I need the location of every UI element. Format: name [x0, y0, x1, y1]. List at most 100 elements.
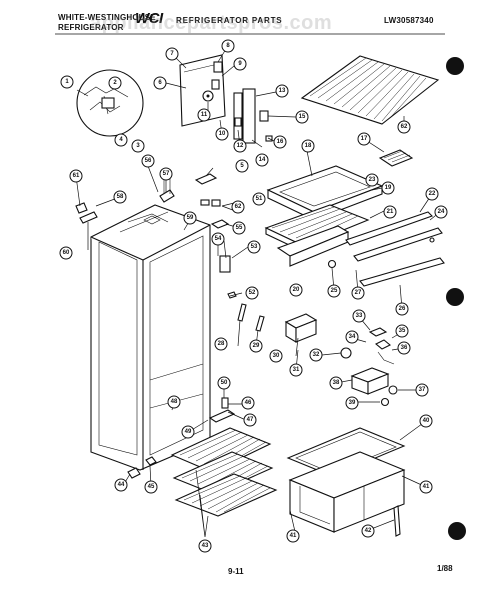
- svg-text:39: 39: [349, 400, 356, 406]
- callout-39: 39: [345, 396, 359, 410]
- callout-48: 48: [167, 395, 181, 409]
- svg-text:33: 33: [356, 313, 363, 319]
- binder-hole-top: [446, 57, 464, 75]
- svg-text:44: 44: [118, 482, 125, 488]
- svg-text:41: 41: [290, 533, 297, 539]
- svg-text:2: 2: [113, 80, 117, 86]
- callout-27: 27: [351, 286, 365, 300]
- svg-text:17: 17: [361, 136, 368, 142]
- thermostat-parts: [340, 327, 398, 407]
- watermark: appliancepartspros.com: [90, 12, 333, 34]
- svg-text:23: 23: [369, 177, 376, 183]
- callout-3: 3: [131, 139, 145, 153]
- svg-text:26: 26: [399, 306, 406, 312]
- callout-32: 32: [309, 348, 323, 362]
- svg-text:41: 41: [423, 484, 430, 490]
- svg-text:15: 15: [299, 114, 306, 120]
- callout-28: 28: [214, 337, 228, 351]
- callouts: 1 2 3 4 5 6 7 8 9 10 11 12 13 14 15 16 1…: [59, 39, 448, 553]
- control-panel: [179, 54, 226, 127]
- callout-53: 53: [247, 240, 261, 254]
- svg-text:1: 1: [65, 79, 69, 85]
- revision-date: 1/88: [437, 564, 453, 573]
- brand-logo: WCI: [135, 10, 163, 27]
- svg-text:7: 7: [170, 51, 174, 57]
- svg-text:49: 49: [185, 429, 192, 435]
- svg-text:11: 11: [201, 112, 208, 118]
- svg-text:62: 62: [235, 204, 242, 210]
- crisper-frame: [276, 225, 350, 267]
- brand-line-2: REFRIGERATOR: [58, 23, 124, 32]
- callout-52: 52: [245, 286, 259, 300]
- control-inset: [76, 69, 144, 137]
- svg-text:5: 5: [240, 163, 244, 169]
- svg-text:34: 34: [349, 334, 356, 340]
- callout-50: 50: [217, 376, 231, 390]
- callout-14: 14: [255, 153, 269, 167]
- svg-text:13: 13: [279, 88, 286, 94]
- svg-text:51: 51: [256, 196, 263, 202]
- callout-5: 5: [235, 159, 249, 173]
- svg-text:8: 8: [226, 43, 230, 49]
- svg-text:46: 46: [245, 400, 252, 406]
- callout-55: 55: [232, 221, 246, 235]
- svg-text:50: 50: [221, 380, 228, 386]
- svg-text:48: 48: [171, 399, 178, 405]
- svg-text:57: 57: [163, 171, 170, 177]
- svg-text:24: 24: [438, 209, 445, 215]
- svg-text:45: 45: [148, 484, 155, 490]
- callout-47: 47: [243, 413, 257, 427]
- svg-text:22: 22: [429, 191, 436, 197]
- light-assembly: [284, 313, 318, 343]
- svg-text:38: 38: [333, 380, 340, 386]
- svg-text:62: 62: [401, 124, 408, 130]
- callout-7: 7: [165, 47, 179, 61]
- svg-text:52: 52: [249, 290, 256, 296]
- callout-31: 31: [289, 363, 303, 377]
- callout-59: 59: [183, 211, 197, 225]
- callout-60: 60: [59, 246, 73, 260]
- callout-6: 6: [153, 76, 167, 90]
- callout-25: 25: [327, 284, 341, 298]
- callout-11: 11: [197, 108, 211, 122]
- shelf-rails: [327, 211, 445, 287]
- callout-38: 38: [329, 376, 343, 390]
- svg-text:58: 58: [117, 194, 124, 200]
- callout-56: 56: [141, 154, 155, 168]
- callout-40: 40: [419, 414, 433, 428]
- callout-4: 4: [114, 133, 128, 147]
- callout-20: 20: [289, 283, 303, 297]
- callout-29: 29: [249, 339, 263, 353]
- svg-text:53: 53: [251, 244, 258, 250]
- svg-text:20: 20: [293, 287, 300, 293]
- svg-text:43: 43: [202, 543, 209, 549]
- callout-58: 58: [113, 190, 127, 204]
- callout-49: 49: [181, 425, 195, 439]
- hinge-parts: [127, 397, 236, 479]
- callout-30: 30: [269, 349, 283, 363]
- svg-text:27: 27: [355, 290, 362, 296]
- svg-text:37: 37: [419, 387, 426, 393]
- svg-text:35: 35: [399, 328, 406, 334]
- callout-54: 54: [211, 232, 225, 246]
- callout-21: 21: [383, 205, 397, 219]
- door-rods: [237, 303, 265, 332]
- svg-text:42: 42: [365, 528, 372, 534]
- callout-43: 43: [198, 539, 212, 553]
- callout-57: 57: [159, 167, 173, 181]
- wire-shelf-top: [300, 55, 440, 125]
- svg-text:36: 36: [401, 345, 408, 351]
- callout-23: 23: [365, 173, 379, 187]
- callout-46: 46: [241, 396, 255, 410]
- svg-text:60: 60: [63, 250, 70, 256]
- callout-24: 24: [434, 205, 448, 219]
- callout-61: 61: [69, 169, 83, 183]
- svg-text:21: 21: [387, 209, 394, 215]
- callout-51: 51: [252, 192, 266, 206]
- callout-62-shelf: 62: [397, 120, 411, 134]
- callout-62-cabinet: 62: [231, 200, 245, 214]
- callout-37: 37: [415, 383, 429, 397]
- callout-16: 16: [273, 135, 287, 149]
- callout-26: 26: [395, 302, 409, 316]
